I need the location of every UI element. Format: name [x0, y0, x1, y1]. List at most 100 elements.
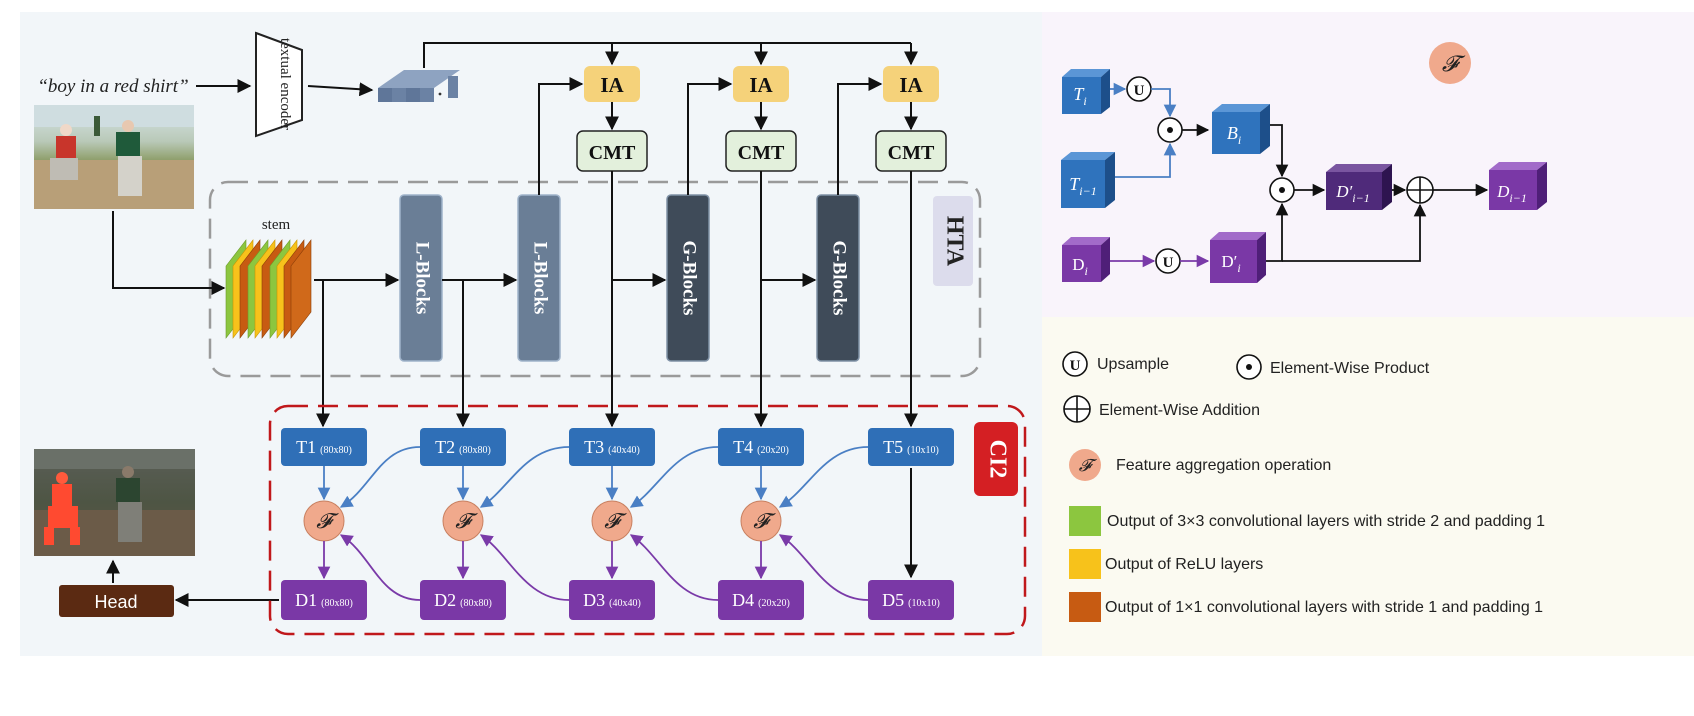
d-box-3-size: (40x40)	[609, 598, 641, 609]
d-box-3: D3 (40x40)	[569, 580, 655, 620]
input-image	[34, 105, 194, 209]
legend-relu: Output of ReLU layers	[1069, 549, 1263, 579]
hta-label: HTA	[941, 216, 967, 267]
feature-agg-icon	[1069, 449, 1101, 481]
legend-relu-label: Output of ReLU layers	[1105, 556, 1263, 573]
svg-text:Bi: Bi	[1227, 123, 1241, 147]
svg-text:Di: Di	[1072, 255, 1088, 278]
d-box-1: D1 (80x80)	[281, 580, 367, 620]
d-box-1-size: (80x80)	[321, 598, 353, 609]
g-blocks-1-label: G-Blocks	[679, 241, 700, 316]
textual-encoder-label: textual encoder	[277, 38, 293, 130]
legend-panel	[1042, 317, 1694, 656]
legend-product-label: Element-Wise Product	[1270, 360, 1430, 377]
output-image	[34, 449, 195, 556]
legend-conv1x1: Output of 1×1 convolutional layers with …	[1069, 592, 1543, 622]
ia-block-2	[733, 66, 789, 102]
t-box-3-size: (40x40)	[608, 445, 640, 456]
cube-d-prime-i-minus-1: D′i−1	[1326, 164, 1392, 210]
svg-text:Di−1: Di−1	[1496, 182, 1527, 205]
svg-text:U: U	[1134, 83, 1145, 99]
t-box-1-size: (80x80)	[320, 445, 352, 456]
product-op-2	[1269, 177, 1295, 203]
head-label: Head	[94, 592, 137, 612]
svg-text:T5 (10x10): T5 (10x10)	[883, 437, 939, 457]
d-box-4-name: D4	[732, 590, 754, 610]
svg-text:D′i: D′i	[1221, 252, 1240, 275]
addition-op	[1406, 176, 1434, 204]
t-box-4: T4 (20x20)	[718, 428, 804, 466]
product-op-1	[1157, 117, 1183, 143]
ia-label-2: IA	[749, 73, 773, 97]
head-block	[59, 585, 174, 617]
svg-text:U: U	[1070, 358, 1081, 374]
conv3x3-swatch	[1069, 506, 1101, 536]
f-node-3: 𝓕	[591, 500, 633, 542]
textual-encoder-shape	[255, 31, 303, 138]
blue-t-arrows	[317, 446, 869, 508]
d-box-5: D5 (10x10)	[868, 580, 954, 620]
ia-label-3: IA	[899, 73, 923, 97]
cube-b-i: Bi	[1212, 104, 1270, 154]
svg-text:D3 (40x40): D3 (40x40)	[583, 590, 641, 610]
legend-addition: Element-Wise Addition	[1063, 395, 1260, 423]
svg-text:T3 (40x40): T3 (40x40)	[584, 437, 640, 457]
legend-conv3x3: Output of 3×3 convolutional layers with …	[1069, 506, 1545, 536]
hta-label-box	[933, 196, 973, 286]
l-blocks-1	[399, 194, 443, 362]
d-box-4-size: (20x20)	[758, 598, 790, 609]
legend-addition-label: Element-Wise Addition	[1099, 402, 1260, 419]
d-box-4: D4 (20x20)	[718, 580, 804, 620]
legend-conv3x3-label: Output of 3×3 convolutional layers with …	[1107, 513, 1545, 530]
f-node-1: 𝓕	[303, 500, 345, 542]
svg-text:D1 (80x80): D1 (80x80)	[295, 590, 353, 610]
stem-block	[225, 239, 312, 339]
svg-text:D2 (80x80): D2 (80x80)	[434, 590, 492, 610]
svg-text:Ti−1: Ti−1	[1069, 174, 1096, 198]
upsample-op-2: U	[1155, 248, 1181, 274]
legend-product: Element-Wise Product	[1236, 354, 1430, 380]
stem-label: stem	[262, 217, 291, 233]
formula-f-node: 𝓕	[1429, 42, 1471, 84]
svg-text:D′i−1: D′i−1	[1335, 182, 1369, 205]
t-box-4-name: T4	[733, 437, 753, 457]
text-token-vectors	[378, 70, 460, 102]
hta-container	[208, 180, 982, 378]
svg-text:D5 (10x10): D5 (10x10)	[882, 590, 940, 610]
ci2-label-box	[974, 422, 1018, 496]
d-box-5-size: (10x10)	[908, 598, 940, 609]
ia-block-1	[584, 66, 640, 102]
t-box-2-size: (80x80)	[459, 445, 491, 456]
formula-arrows	[1110, 82, 1489, 268]
cube-t-i-minus-1: Ti−1	[1061, 152, 1115, 208]
cmt-label-3: CMT	[888, 142, 935, 164]
relu-swatch	[1069, 549, 1101, 579]
t-box-1: T1 (80x80)	[281, 428, 367, 466]
query-text: “boy in a red shirt”	[37, 76, 188, 97]
t-box-2-name: T2	[435, 437, 455, 457]
t-box-2: T2 (80x80)	[420, 428, 506, 466]
t-box-3-name: T3	[584, 437, 604, 457]
d-box-2-size: (80x80)	[460, 598, 492, 609]
cube-d-i-minus-1: Di−1	[1489, 162, 1547, 210]
g-blocks-2-label: G-Blocks	[829, 241, 850, 316]
svg-text:T1 (80x80): T1 (80x80)	[296, 437, 352, 457]
svg-text:T4 (20x20): T4 (20x20)	[733, 437, 789, 457]
legend-feature-agg-label: Feature aggregation operation	[1116, 457, 1331, 474]
upsample-icon	[1062, 351, 1088, 377]
t-box-5-name: T5	[883, 437, 903, 457]
d-box-1-name: D1	[295, 590, 317, 610]
cube-d-prime-i: D′i	[1210, 232, 1266, 283]
svg-text:Ti: Ti	[1073, 84, 1086, 108]
ia-label-1: IA	[600, 73, 624, 97]
conv1x1-swatch	[1069, 592, 1101, 622]
legend-upsample-label: Upsample	[1097, 356, 1169, 373]
ci2-container	[268, 404, 1027, 636]
ci2-label: CI2	[984, 440, 1010, 479]
upsample-op-1: U	[1126, 76, 1152, 102]
t-box-3: T3 (40x40)	[569, 428, 655, 466]
l-blocks-2-label: L-Blocks	[530, 242, 551, 315]
svg-text:D4 (20x20): D4 (20x20)	[732, 590, 790, 610]
f-node-4: 𝓕	[740, 500, 782, 542]
